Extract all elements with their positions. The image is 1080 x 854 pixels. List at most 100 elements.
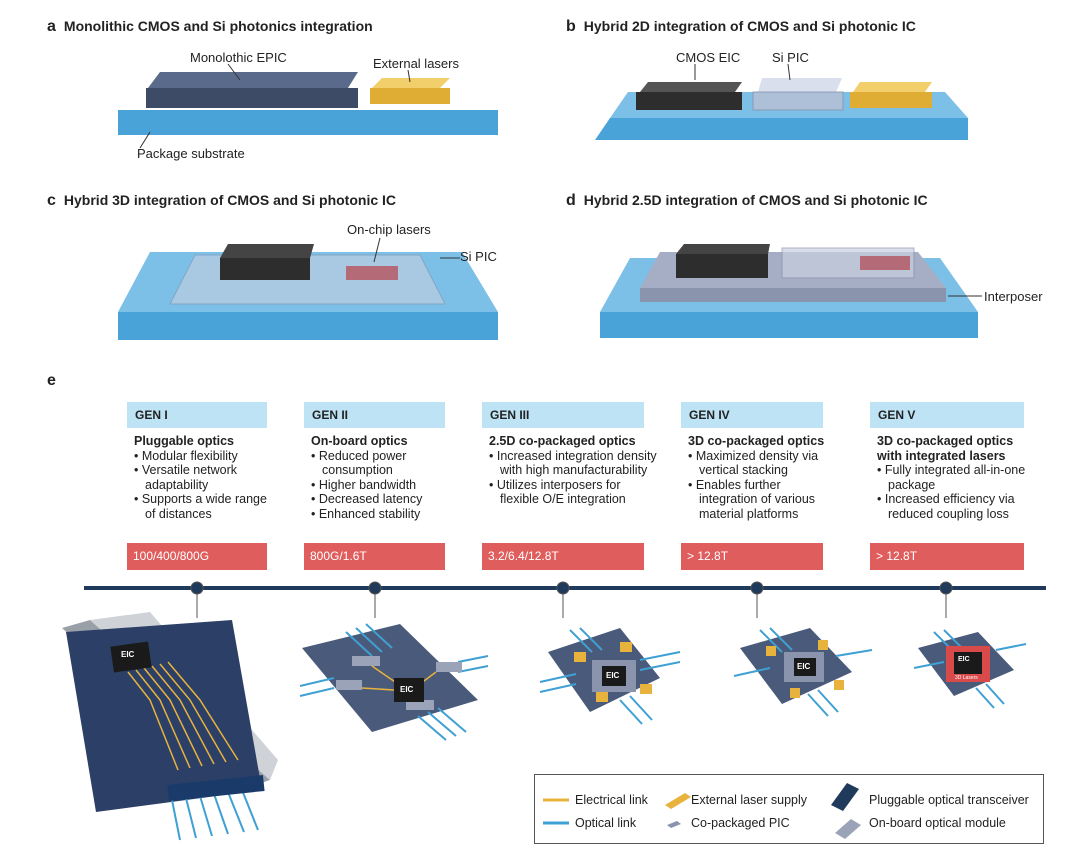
gen-2-bullet: • Decreased latency — [311, 492, 423, 506]
gen-5-title: 3D co-packaged optics with integrated la… — [877, 434, 1014, 463]
interposer-d — [640, 288, 946, 302]
legend: Electrical link Optical link External la… — [534, 774, 1044, 844]
timeline-marker-2 — [368, 581, 382, 595]
gen-5-rate-badge: > 12.8T — [870, 543, 1024, 570]
panel-b-title-text: Hybrid 2D integration of CMOS and Si pho… — [583, 18, 916, 34]
si-pic-b — [752, 91, 844, 111]
gen-4-header: GEN IV — [681, 402, 823, 428]
cmos-eic-b — [636, 92, 742, 110]
external-laser-swatch — [665, 793, 691, 809]
panel-a-title: a Monolithic CMOS and Si photonics integr… — [47, 18, 373, 36]
label-monolithic-epic: Monolothic EPIC — [190, 50, 287, 65]
gen-4-rate-badge: > 12.8T — [681, 543, 823, 570]
panel-a-title-text: Monolithic CMOS and Si photonics integra… — [63, 18, 373, 34]
gen-2-header: GEN II — [304, 402, 445, 428]
timeline-marker-5 — [939, 581, 953, 595]
timeline-markers — [190, 581, 953, 618]
panel-a-letter: a — [47, 18, 56, 35]
gen-1-bullet: • Supports a wide range of distances — [134, 492, 267, 521]
external-laser-b — [850, 92, 932, 108]
gen-3-description: 2.5D co-packaged optics • Increased inte… — [489, 434, 661, 507]
label-si-pic-b: Si PIC — [772, 50, 809, 65]
gen-1-bullet: • Modular flexibility — [134, 448, 238, 463]
legend-onboard: On-board optical module — [869, 816, 1006, 830]
gen-3-bullet: • Increased integration density with hig… — [489, 448, 657, 478]
legend-swatches — [543, 783, 861, 839]
gen-5-3d-cpo-lasers — [913, 629, 1027, 709]
onchip-laser-d — [860, 256, 910, 270]
gen-3-title: 2.5D co-packaged optics — [489, 434, 636, 448]
legend-copackaged-pic: Co-packaged PIC — [691, 816, 790, 830]
label-package-substrate: Package substrate — [137, 146, 245, 161]
panel-b-illustration — [595, 63, 968, 140]
gen-5-bullet: • Increased efficiency via reduced coupl… — [877, 492, 1015, 521]
timeline-marker-4 — [750, 581, 764, 595]
gen-1-chip-label: EIC — [121, 650, 135, 659]
gen-2-onboard-module — [299, 623, 489, 741]
gen-2-title: On-board optics — [311, 434, 408, 448]
panel-e-title: e — [47, 372, 64, 390]
gen-5-sub-label: 3D Lasers — [955, 675, 978, 681]
label-external-lasers: External lasers — [373, 56, 459, 71]
substrate-c — [118, 312, 498, 340]
panel-c-illustration — [118, 237, 498, 340]
label-onchip-lasers: On-chip lasers — [347, 222, 431, 237]
gen-2-bullet: • Reduced power consumption — [311, 448, 407, 478]
gen-4-bullet: • Enables further integration of various… — [688, 477, 816, 521]
legend-optical: Optical link — [575, 816, 637, 830]
gen-2-bullet: • Higher bandwidth — [311, 477, 417, 492]
legend-pluggable: Pluggable optical transceiver — [869, 793, 1029, 807]
gen-1-title: Pluggable optics — [134, 434, 235, 448]
timeline-marker-1 — [190, 581, 204, 595]
panel-c-letter: c — [47, 192, 56, 209]
panel-d-title: d Hybrid 2.5D integration of CMOS and Si … — [566, 192, 928, 210]
copackaged-pic-swatch — [667, 821, 681, 828]
gen-2-description: On-board optics • Reduced power consumpt… — [311, 434, 451, 521]
panel-c-title: c Hybrid 3D integration of CMOS and Si ph… — [47, 192, 396, 210]
pluggable-swatch — [831, 783, 859, 811]
gen-3-bullet: • Utilizes interposers for flexible O/E … — [489, 477, 626, 507]
cmos-eic-c — [220, 258, 310, 280]
panel-d-letter: d — [566, 192, 576, 209]
gen-2-bullet: • Enhanced stability — [311, 506, 421, 521]
gen-5-chip-label: EIC — [958, 656, 970, 663]
panel-e-letter: e — [47, 372, 56, 389]
panel-d-title-text: Hybrid 2.5D integration of CMOS and Si p… — [583, 192, 928, 208]
substrate-b — [595, 118, 968, 140]
epic-chip — [146, 88, 358, 108]
label-cmos-eic: CMOS EIC — [676, 50, 741, 65]
gen-5-bullet: • Fully integrated all-in-one package — [877, 463, 1026, 492]
timeline-marker-3 — [556, 581, 570, 595]
substrate-d — [600, 312, 978, 338]
panel-b-title: b Hybrid 2D integration of CMOS and Si ph… — [566, 18, 916, 36]
gen-4-bullet: • Maximized density via vertical stackin… — [688, 448, 819, 478]
label-interposer: Interposer — [984, 289, 1043, 304]
label-si-pic-c: Si PIC — [460, 249, 497, 264]
gen-5-header: GEN V — [870, 402, 1024, 428]
integration-illustrations — [118, 63, 982, 340]
panel-a-illustration — [118, 63, 498, 149]
gen-3-rate-badge: 3.2/6.4/12.8T — [482, 543, 644, 570]
legend-external-laser: External laser supply — [691, 793, 808, 807]
gen-2-rate-badge: 800G/1.6T — [304, 543, 445, 570]
gen-4-description: 3D co-packaged optics • Maximized densit… — [688, 434, 833, 521]
substrate-a — [118, 110, 498, 135]
epic-top — [148, 72, 358, 88]
onchip-laser-c — [346, 266, 398, 280]
gen-4-3d-cpo — [733, 627, 873, 717]
legend-electrical: Electrical link — [575, 793, 648, 807]
panel-b-letter: b — [566, 18, 576, 35]
gen-5-description: 3D co-packaged optics with integrated la… — [877, 434, 1027, 521]
panel-c-title-text: Hybrid 3D integration of CMOS and Si pho… — [63, 192, 397, 208]
gen-4-title: 3D co-packaged optics — [688, 434, 825, 448]
gen-1-bullet: • Versatile network adaptability — [134, 463, 238, 492]
gen-1-header: GEN I — [127, 402, 267, 428]
onboard-swatch — [835, 819, 861, 839]
gen-1-pluggable-module — [62, 612, 278, 841]
gen-1-rate-badge: 100/400/800G — [127, 543, 267, 570]
external-laser-a — [370, 88, 450, 104]
gen-2-chip-label: EIC — [400, 685, 414, 694]
gen-1-description: Pluggable optics • Modular flexibility •… — [134, 434, 269, 521]
gen-4-chip-label: EIC — [797, 662, 811, 671]
gen-3-chip-label: EIC — [606, 671, 620, 680]
